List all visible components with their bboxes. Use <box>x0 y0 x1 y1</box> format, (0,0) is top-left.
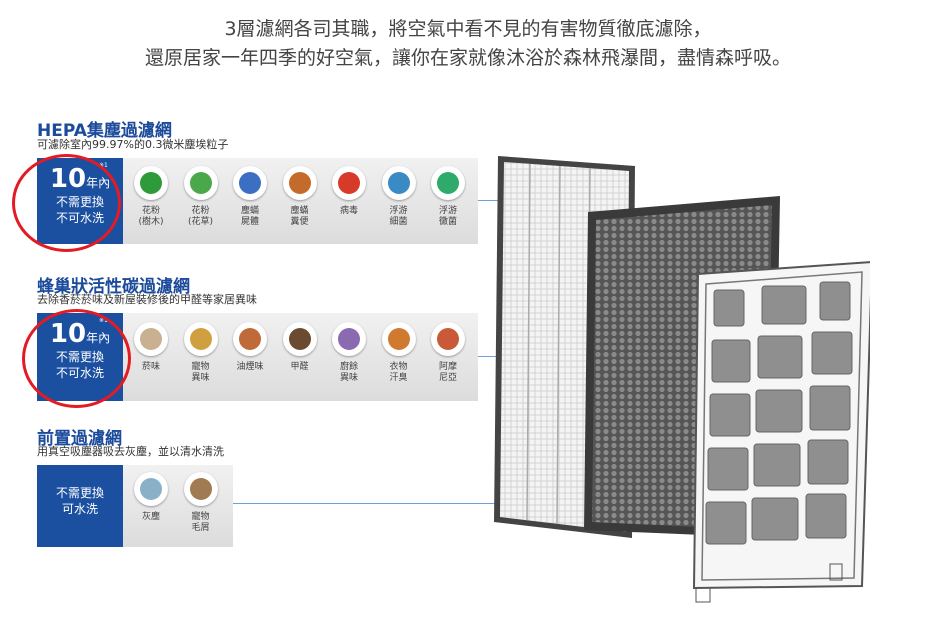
prefilter-badge-line2: 可水洗 <box>61 502 98 516</box>
hepa-item-label: 浮游黴菌 <box>438 206 457 227</box>
filter-illustration <box>494 156 870 603</box>
prefilter-item-icon <box>183 472 218 506</box>
carbon-item-label: 油煙味 <box>236 362 264 372</box>
intro-line-1: 3層濾網各司其職，將空氣中看不見的有害物質徹底濾除， <box>224 18 712 40</box>
carbon-item-label: 寵物異味 <box>191 362 210 383</box>
carbon-item-label: 菸味 <box>141 362 160 372</box>
carbon-highlight-circle <box>22 309 131 408</box>
carbon-item-icon <box>183 322 218 356</box>
hepa-item-icon <box>332 166 366 200</box>
hepa-badge-note: ※1 <box>99 162 108 169</box>
carbon-item-icon <box>134 322 168 356</box>
prefilter-badge-line1: 不需更換 <box>55 486 104 500</box>
prefilter-badge: 不需更換 可水洗 <box>37 465 123 547</box>
carbon-item-icon <box>431 322 465 356</box>
prefilter-title: 前置過濾網 <box>37 429 122 449</box>
hepa-item-icon <box>431 166 465 200</box>
prefilter-subtitle: 用真空吸塵器吸去灰塵，並以清水清洗 <box>37 445 224 458</box>
hepa-title: HEPA集塵過濾網 <box>37 121 172 141</box>
hepa-item-icon <box>233 166 267 200</box>
carbon-item-icon <box>233 322 267 356</box>
carbon-item-icon <box>282 322 317 356</box>
carbon-item-icon <box>332 322 366 356</box>
hepa-item-icon <box>282 166 317 200</box>
prefilter-item-label: 寵物毛屑 <box>191 512 210 533</box>
carbon-item-label: 阿摩尼亞 <box>438 362 457 383</box>
carbon-item-label: 甲醛 <box>290 362 309 372</box>
intro-line-2: 還原居家一年四季的好空氣，讓你在家就像沐浴於森林飛瀑間，盡情森呼吸。 <box>144 47 791 69</box>
hepa-item-label: 病毒 <box>339 206 358 216</box>
prefilter-item-icon <box>134 472 168 506</box>
hepa-item-label: 塵蟎屍體 <box>240 206 259 227</box>
carbon-subtitle: 去除香菸菸味及新屋裝修後的甲醛等家居異味 <box>37 293 257 306</box>
hepa-item-label: 塵蟎糞便 <box>290 206 309 227</box>
prefilter-item-label: 灰塵 <box>141 512 160 522</box>
carbon-item-icon <box>381 322 416 356</box>
hepa-highlight-circle <box>12 154 121 252</box>
hepa-subtitle: 可濾除室內99.97%的0.3微米塵埃粒子 <box>37 138 229 151</box>
carbon-item-label: 廚餘異味 <box>339 362 358 383</box>
hepa-connector <box>478 200 498 201</box>
hepa-item-icon <box>381 166 416 200</box>
hepa-item-icon <box>134 166 168 200</box>
hepa-item-label: 花粉(花草) <box>187 206 214 227</box>
hepa-item-label: 花粉(樹木) <box>138 206 164 227</box>
pre-filter-panel <box>692 261 870 603</box>
carbon-title: 蜂巢狀活性碳過濾網 <box>37 277 190 297</box>
carbon-item-label: 衣物汗臭 <box>389 362 408 383</box>
prefilter-connector <box>233 503 693 504</box>
hepa-item-icon <box>183 166 218 200</box>
hepa-item-label: 浮游細菌 <box>389 206 408 227</box>
